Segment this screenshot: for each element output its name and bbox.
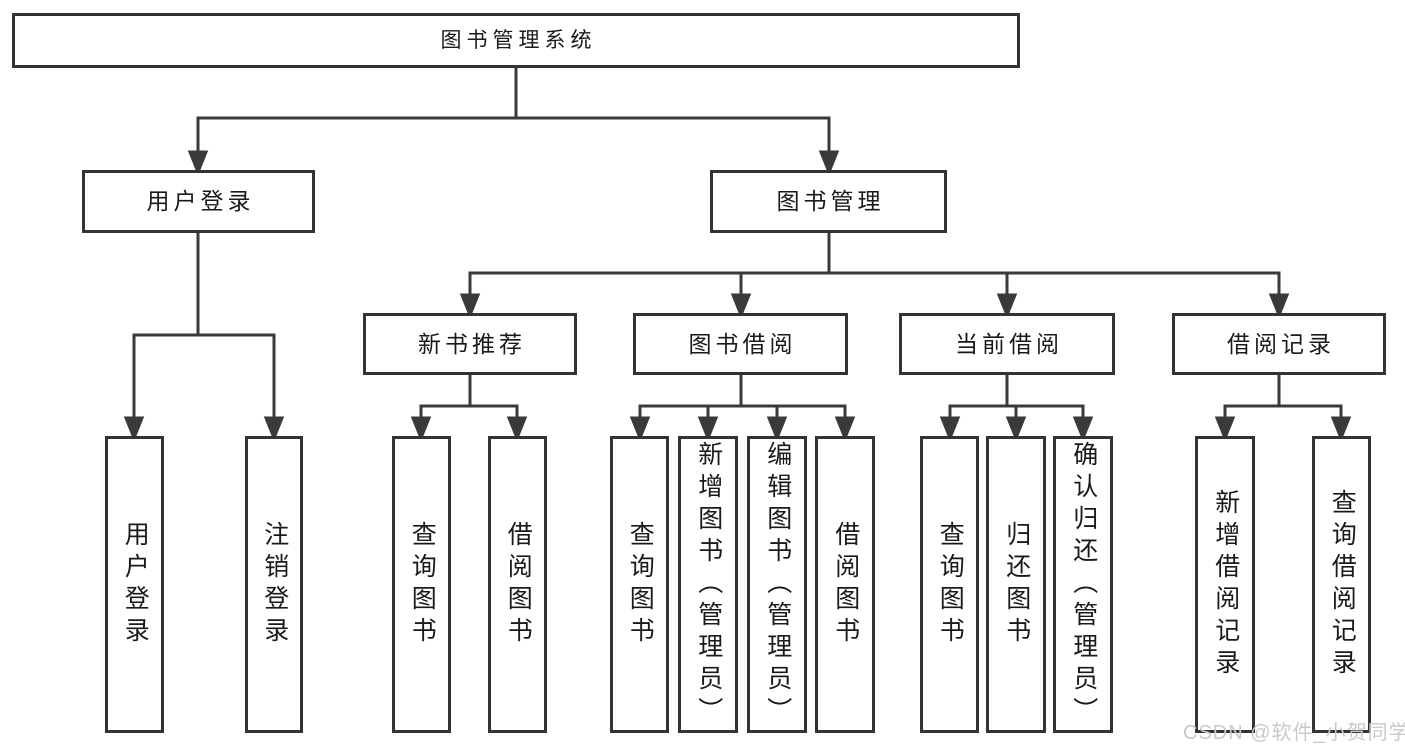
watermark: CSDN @软件_小贺同学	[1183, 722, 1405, 744]
leaf-query-book-borrow: 查询图书	[610, 436, 669, 733]
node-new-book-rec: 新书推荐	[363, 313, 577, 375]
node-new-book-rec-label: 新书推荐	[418, 330, 526, 357]
node-book-borrow-label: 图书借阅	[688, 330, 797, 357]
connector-borrow-records-to-leaves	[1214, 374, 1352, 443]
leaf-edit-book-admin-label: 编辑图书（管理员）	[763, 440, 792, 729]
leaf-user-login: 用户登录	[105, 436, 164, 733]
leaf-query-book-current: 查询图书	[920, 436, 979, 733]
leaf-logout: 注销登录	[245, 436, 303, 733]
leaf-query-book-borrow-label: 查询图书	[626, 520, 655, 649]
leaf-logout-label: 注销登录	[260, 520, 289, 649]
leaf-borrow-book: 借阅图书	[815, 436, 875, 733]
leaf-add-borrow-record-label: 新增借阅记录	[1211, 488, 1240, 681]
node-current-borrow: 当前借阅	[899, 313, 1115, 375]
node-book-mgmt: 图书管理	[710, 170, 947, 233]
connector-current-borrow-to-leaves	[939, 374, 1094, 443]
connector-new-book-rec-to-leaves	[410, 374, 528, 443]
leaf-query-book-current-label: 查询图书	[936, 520, 965, 649]
leaf-add-book-admin-label: 新增图书（管理员）	[694, 440, 723, 729]
leaf-borrow-book-label: 借阅图书	[831, 520, 860, 649]
connector-book-mgmt-to-level3	[459, 232, 1290, 320]
connector-user-login-to-leaves	[123, 232, 285, 443]
leaf-user-login-label: 用户登录	[121, 520, 150, 649]
leaf-edit-book-admin: 编辑图书（管理员）	[747, 436, 807, 733]
node-user-login-label: 用户登录	[146, 188, 255, 214]
leaf-confirm-return-admin: 确认归还（管理员）	[1053, 436, 1113, 733]
node-book-mgmt-label: 图书管理	[776, 188, 885, 214]
leaf-query-book-rec-label: 查询图书	[408, 520, 437, 649]
leaf-query-book-rec: 查询图书	[392, 436, 451, 733]
node-book-borrow: 图书借阅	[633, 313, 848, 375]
node-root: 图书管理系统	[12, 13, 1020, 68]
leaf-return-book-label: 归还图书	[1002, 520, 1031, 649]
connector-book-borrow-to-leaves	[629, 374, 856, 443]
leaf-add-borrow-record: 新增借阅记录	[1195, 436, 1255, 733]
node-current-borrow-label: 当前借阅	[955, 330, 1063, 357]
leaf-return-book: 归还图书	[986, 436, 1046, 733]
leaf-borrow-book-rec-label: 借阅图书	[504, 520, 533, 649]
node-root-label: 图书管理系统	[440, 29, 597, 52]
leaf-borrow-book-rec: 借阅图书	[488, 436, 547, 733]
node-user-login: 用户登录	[82, 170, 315, 233]
leaf-confirm-return-admin-label: 确认归还（管理员）	[1069, 440, 1098, 729]
node-borrow-records: 借阅记录	[1172, 313, 1386, 375]
connector-root-to-level2	[187, 67, 840, 177]
node-borrow-records-label: 借阅记录	[1227, 330, 1335, 357]
leaf-add-book-admin: 新增图书（管理员）	[678, 436, 738, 733]
leaf-query-borrow-record-label: 查询借阅记录	[1328, 488, 1357, 681]
leaf-query-borrow-record: 查询借阅记录	[1312, 436, 1371, 733]
